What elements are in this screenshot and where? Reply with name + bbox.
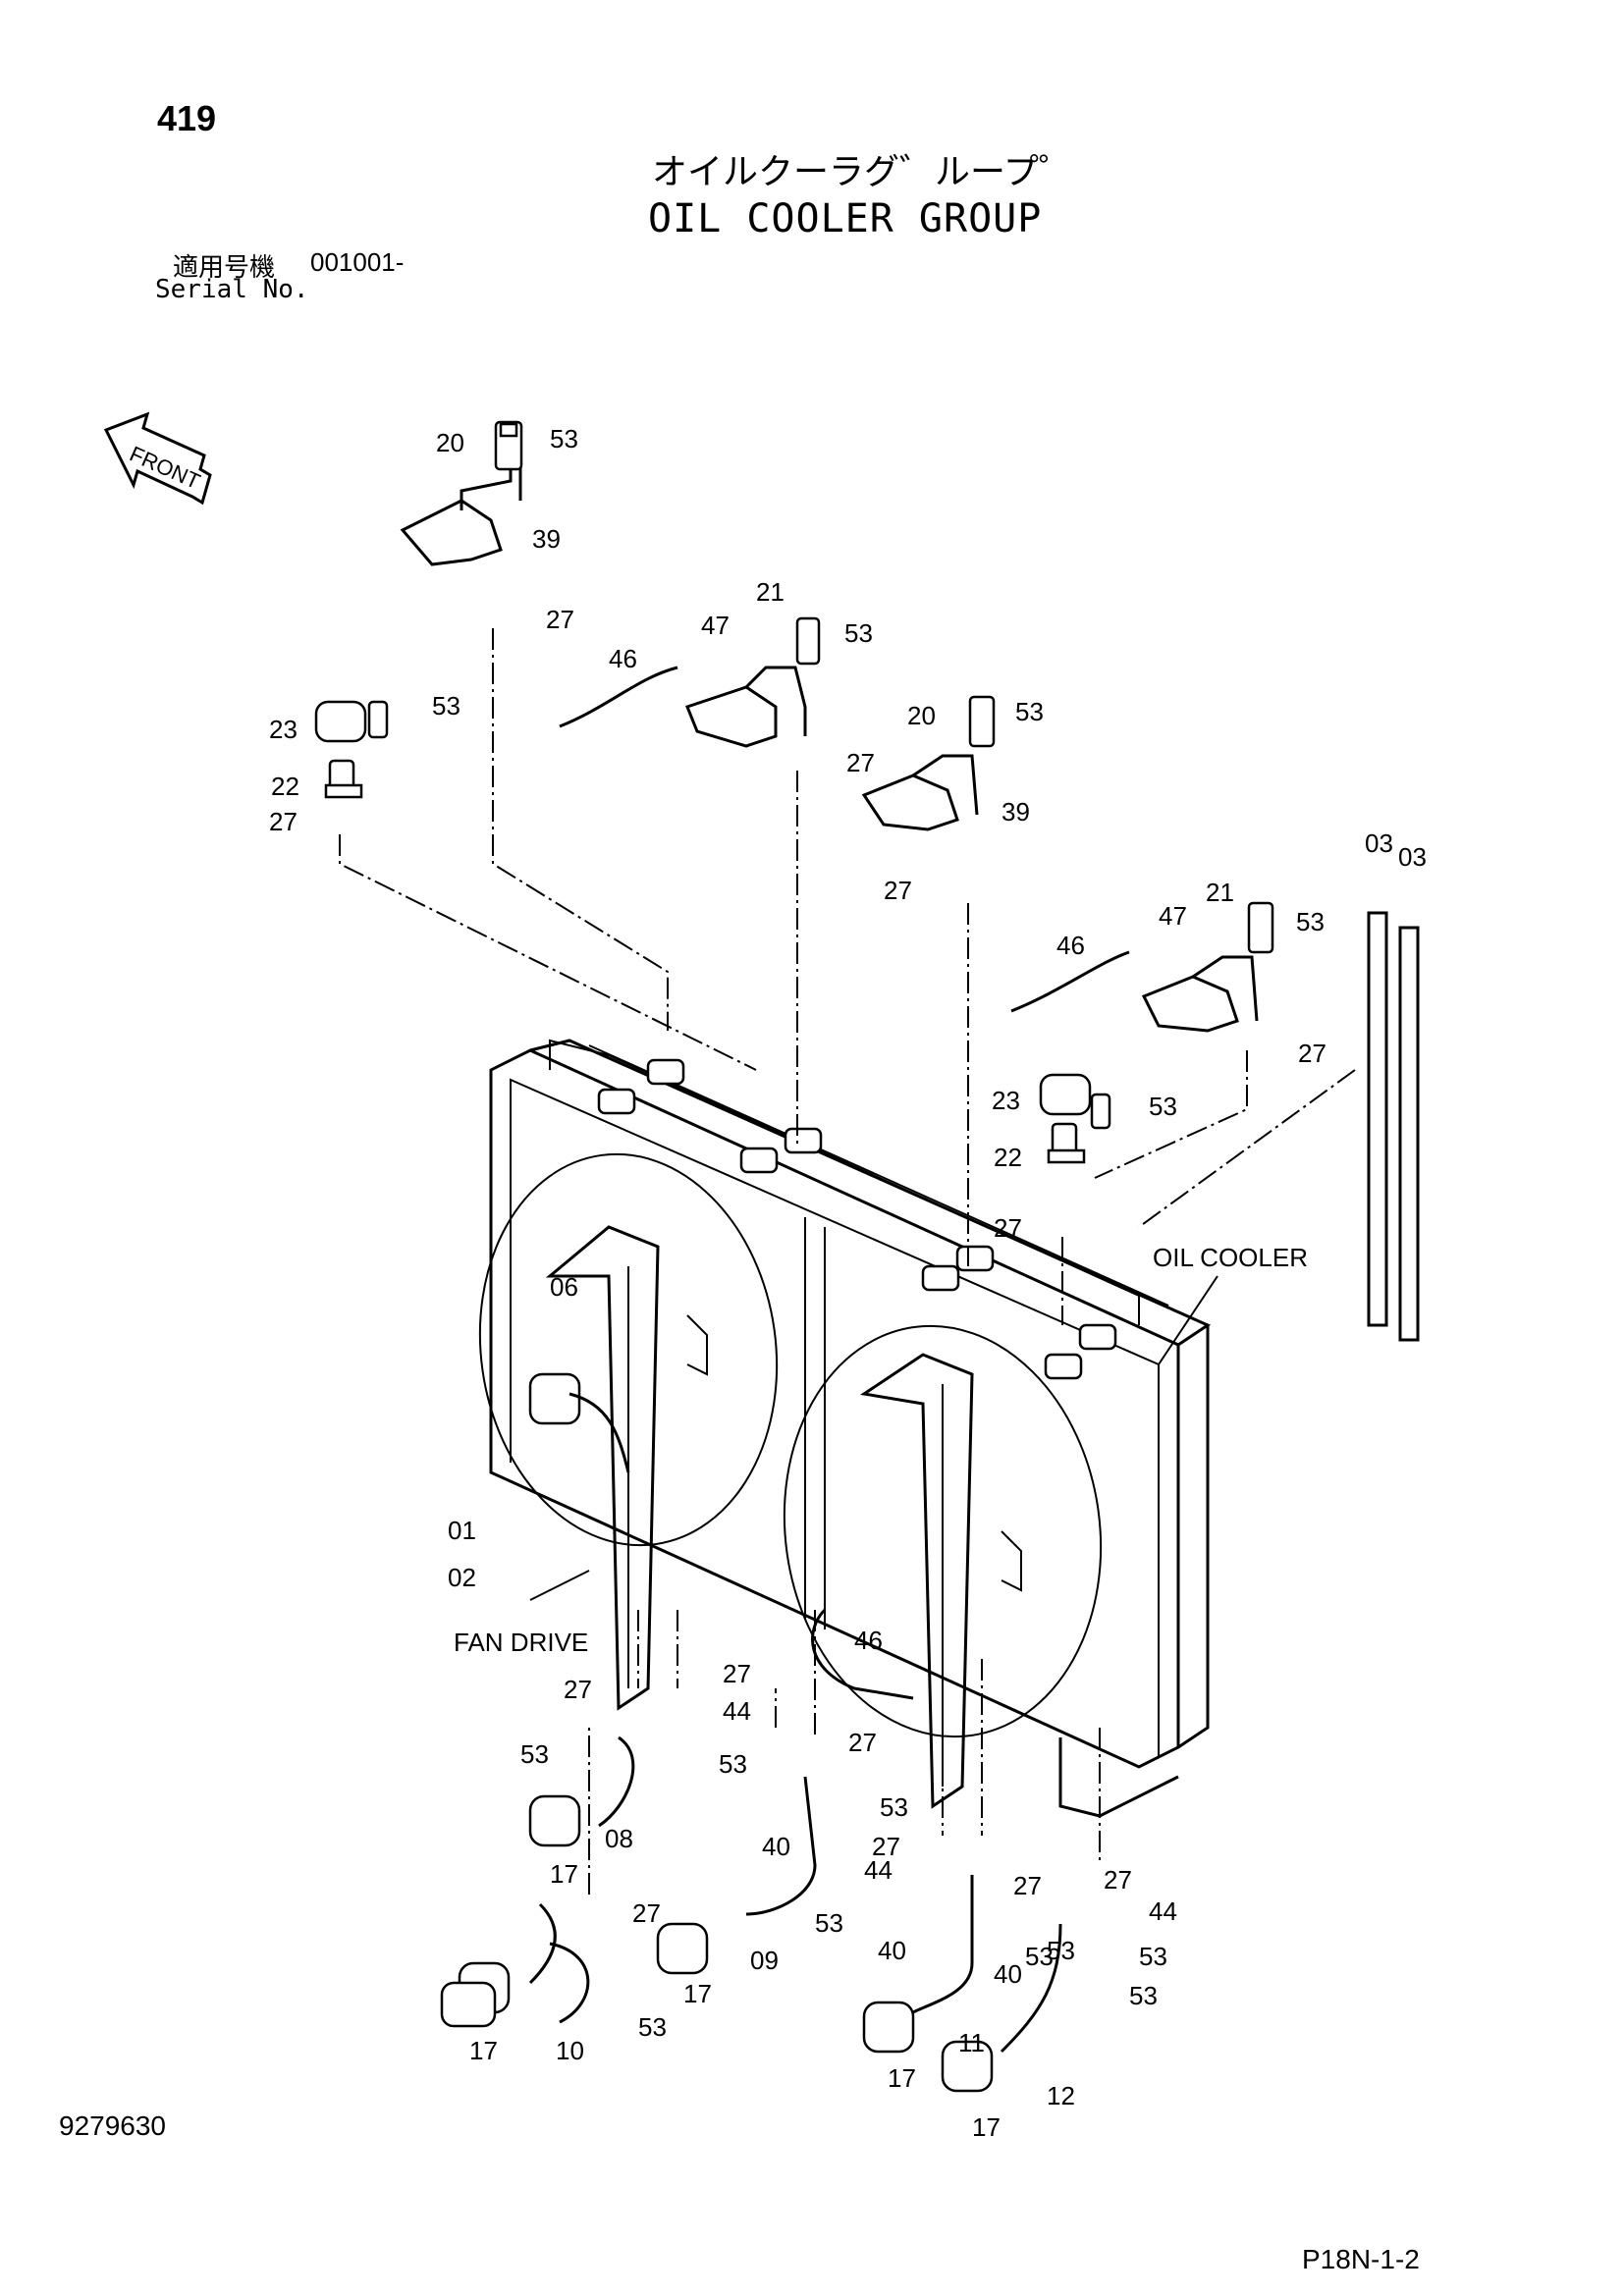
callout: 53 <box>520 1739 549 1769</box>
callout: 53 <box>1296 907 1325 936</box>
callout: 23 <box>269 715 298 744</box>
seal-strips <box>1367 911 1420 1342</box>
callout: 17 <box>469 2036 498 2065</box>
callout: 53 <box>815 1908 843 1938</box>
callout: 47 <box>1159 901 1187 931</box>
callout-labels: 53 20 39 27 21 47 46 53 27 23 53 22 27 2… <box>269 424 1427 2142</box>
assembly-leader-lines <box>339 628 1356 1895</box>
callout: 03 <box>1398 842 1427 872</box>
callout: 39 <box>532 524 561 554</box>
pipe-21-right <box>1141 901 1274 1033</box>
callout: 53 <box>1149 1092 1177 1121</box>
clamp-23-upper <box>314 700 389 799</box>
callout: 17 <box>888 2063 916 2093</box>
title-english: OIL COOLER GROUP <box>648 196 1043 241</box>
callout: 06 <box>550 1272 578 1302</box>
callout: 53 <box>432 691 460 721</box>
callout: 02 <box>448 1563 476 1592</box>
callout: 46 <box>609 644 637 673</box>
callout: 22 <box>271 772 299 801</box>
callout: 08 <box>605 1824 633 1853</box>
callout: 53 <box>719 1749 747 1779</box>
callout: 53 <box>1047 1936 1075 1965</box>
fan-drive-label: FAN DRIVE <box>454 1628 588 1657</box>
callout: 46 <box>854 1626 883 1655</box>
callout: 27 <box>269 807 298 836</box>
callout: 27 <box>564 1675 592 1704</box>
serial-label-english: Serial No. <box>155 275 309 304</box>
callout: 17 <box>683 1979 712 2008</box>
callout: 39 <box>1001 797 1030 827</box>
callout: 21 <box>1206 878 1234 907</box>
callout: 22 <box>994 1143 1022 1172</box>
callout: 44 <box>723 1696 751 1726</box>
callout: 40 <box>878 1936 906 1965</box>
callout: 27 <box>846 748 875 777</box>
callout: 27 <box>1013 1871 1042 1900</box>
oil-cooler-body <box>478 1039 1212 1818</box>
callout: 27 <box>632 1898 661 1928</box>
callout: 53 <box>880 1792 908 1822</box>
hose-46-middle <box>1010 950 1130 1013</box>
callout: 53 <box>1015 697 1044 726</box>
callout: 23 <box>992 1086 1020 1115</box>
callout: 53 <box>1025 1942 1054 1971</box>
serial-label-japanese: 適用号機 <box>173 253 276 283</box>
callout: 40 <box>762 1832 790 1861</box>
callout: 46 <box>1056 931 1085 960</box>
callout: 27 <box>1298 1039 1326 1068</box>
callout: 27 <box>546 605 574 634</box>
front-arrow-icon: FRONT <box>103 411 212 506</box>
hose-46-upper <box>559 666 678 728</box>
title-japanese: オイルクーラグ゛ループ゜ <box>652 152 1074 192</box>
callout: 09 <box>750 1946 779 1975</box>
callout: 27 <box>1104 1865 1132 1895</box>
callout: 10 <box>556 2036 584 2065</box>
page-number: 419 <box>157 98 217 138</box>
callout: 53 <box>844 618 873 648</box>
callout: 44 <box>1149 1896 1177 1926</box>
callout: 53 <box>638 2012 667 2042</box>
pipe-20-middle <box>861 695 996 831</box>
lower-fittings <box>440 1735 1062 2093</box>
drawing-number: 9279630 <box>59 2110 167 2141</box>
callout: 21 <box>756 577 785 607</box>
callout: 17 <box>972 2112 1001 2142</box>
callout: 20 <box>907 701 936 730</box>
callout: 40 <box>994 1959 1022 1989</box>
callout: 44 <box>864 1855 893 1885</box>
oil-cooler-label: OIL COOLER <box>1153 1243 1308 1272</box>
callout: 53 <box>550 424 578 454</box>
pipe-21-left <box>685 616 821 748</box>
pipe-20-upper <box>400 420 523 566</box>
callout: 12 <box>1047 2081 1075 2110</box>
callout: 03 <box>1365 828 1393 858</box>
clamp-icon <box>528 1372 581 1425</box>
serial-value: 001001- <box>310 247 405 277</box>
callout: 47 <box>701 611 730 640</box>
clamp-23-right <box>1039 1073 1111 1164</box>
callout: 53 <box>1129 1981 1158 2010</box>
callout: 27 <box>884 876 912 905</box>
callout: 20 <box>436 428 464 457</box>
callout: 11 <box>958 2028 985 2057</box>
label-leaders <box>529 1275 1218 1601</box>
callout: 01 <box>448 1516 476 1545</box>
callout: 17 <box>550 1859 578 1889</box>
callout: 53 <box>1139 1942 1167 1971</box>
callout: 27 <box>848 1728 877 1757</box>
callout: 27 <box>872 1832 900 1861</box>
callout: 27 <box>994 1213 1022 1243</box>
callout: 27 <box>723 1659 751 1688</box>
sheet-code: P18N-1-2 <box>1302 2244 1420 2274</box>
